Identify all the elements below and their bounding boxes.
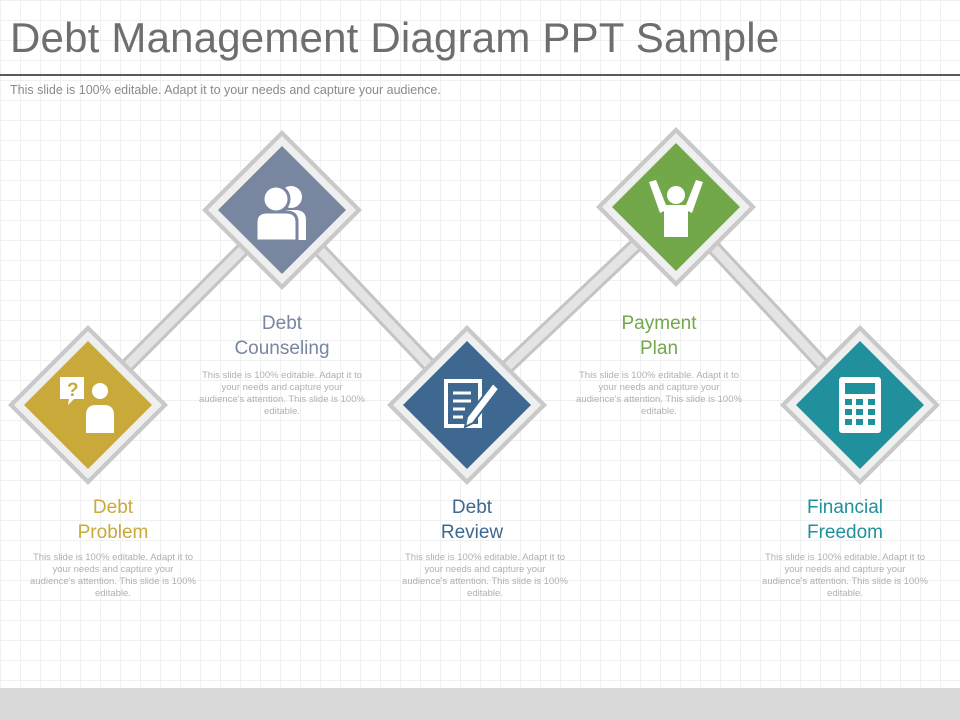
step-label-line: Debt <box>451 497 493 518</box>
title-divider <box>0 74 960 76</box>
footer-bar <box>0 688 960 720</box>
step-label-line: Problem <box>77 522 149 543</box>
diamond-financial-freedom <box>780 325 940 485</box>
step-label-line: Debt <box>92 497 134 518</box>
diamond-payment-plan <box>596 127 756 287</box>
slide-subtitle: This slide is 100% editable. Adapt it to… <box>10 83 441 97</box>
step-label-line: Debt <box>261 313 303 334</box>
document-pen-icon <box>444 379 501 429</box>
calculator-icon <box>839 377 881 433</box>
step-label-line: Financial <box>806 497 884 518</box>
step-description-debt-review: This slide is 100% editable. Adapt it to… <box>402 552 568 599</box>
step-label-line: Plan <box>639 338 679 359</box>
diamond-debt-review <box>387 325 547 485</box>
step-label-line: Freedom <box>806 522 884 543</box>
step-label-debt-counseling: Debt Counseling <box>197 311 367 361</box>
step-label-debt-review: Debt Review <box>387 495 557 545</box>
step-label-line: Payment <box>621 313 697 334</box>
svg-text:?: ? <box>67 380 79 401</box>
celebrating-person-icon <box>649 180 703 237</box>
step-description-debt-counseling: This slide is 100% editable. Adapt it to… <box>199 370 365 417</box>
slide-title: Debt Management Diagram PPT Sample <box>10 14 780 61</box>
step-label-line: Review <box>440 522 504 543</box>
diamond-debt-counseling <box>202 130 362 290</box>
step-label-financial-freedom: Financial Freedom <box>760 495 930 545</box>
step-description-debt-problem: This slide is 100% editable. Adapt it to… <box>30 552 196 599</box>
step-label-payment-plan: Payment Plan <box>574 311 744 361</box>
users-icon <box>254 184 306 243</box>
step-description-financial-freedom: This slide is 100% editable. Adapt it to… <box>762 552 928 599</box>
diamond-debt-problem: ? <box>8 325 168 485</box>
step-description-payment-plan: This slide is 100% editable. Adapt it to… <box>576 370 742 417</box>
question-person-icon: ? <box>60 377 114 433</box>
step-label-line: Counseling <box>234 338 330 359</box>
step-label-debt-problem: Debt Problem <box>28 495 198 545</box>
